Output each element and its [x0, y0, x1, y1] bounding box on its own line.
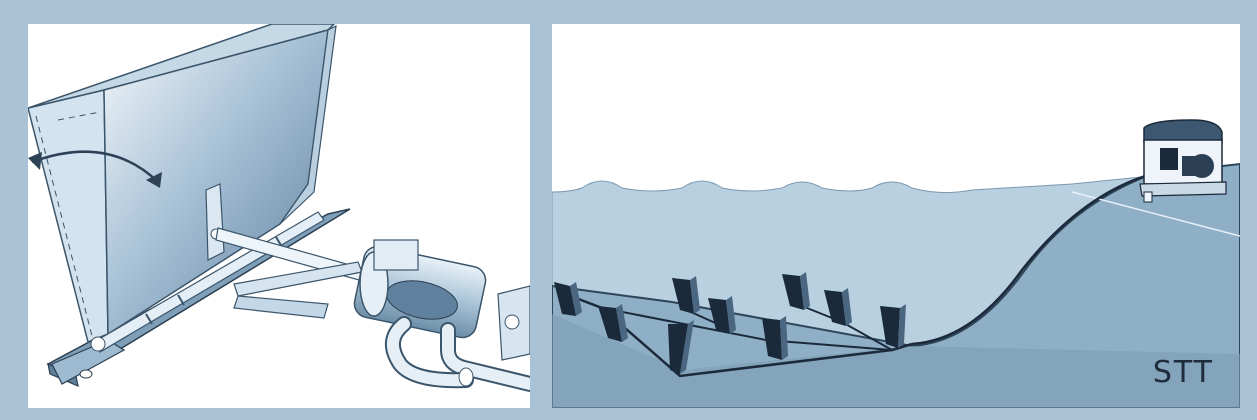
- rear-mount-pin: [505, 315, 519, 329]
- flap-device-panel: [28, 24, 530, 408]
- station-generator-1: [1160, 148, 1178, 170]
- bolt-hole: [80, 370, 92, 378]
- station-roof: [1144, 120, 1222, 142]
- cylinder-mount: [374, 240, 418, 270]
- pipe-outlet: [459, 368, 473, 386]
- station-generator-3: [1182, 156, 1198, 176]
- flap-device-illustration: [28, 24, 530, 408]
- hinge-pin: [91, 337, 105, 351]
- rotation-arrow-tail: [28, 152, 42, 170]
- shore-station: [1140, 120, 1226, 202]
- flap-array-illustration: [552, 24, 1240, 408]
- flap-array-panel: STT: [552, 24, 1240, 408]
- array-label: STT: [1153, 355, 1214, 390]
- station-foundation: [1140, 182, 1226, 196]
- pipe-inlet: [1144, 192, 1152, 202]
- cross-beam-2: [234, 296, 328, 318]
- flap-side: [28, 90, 108, 342]
